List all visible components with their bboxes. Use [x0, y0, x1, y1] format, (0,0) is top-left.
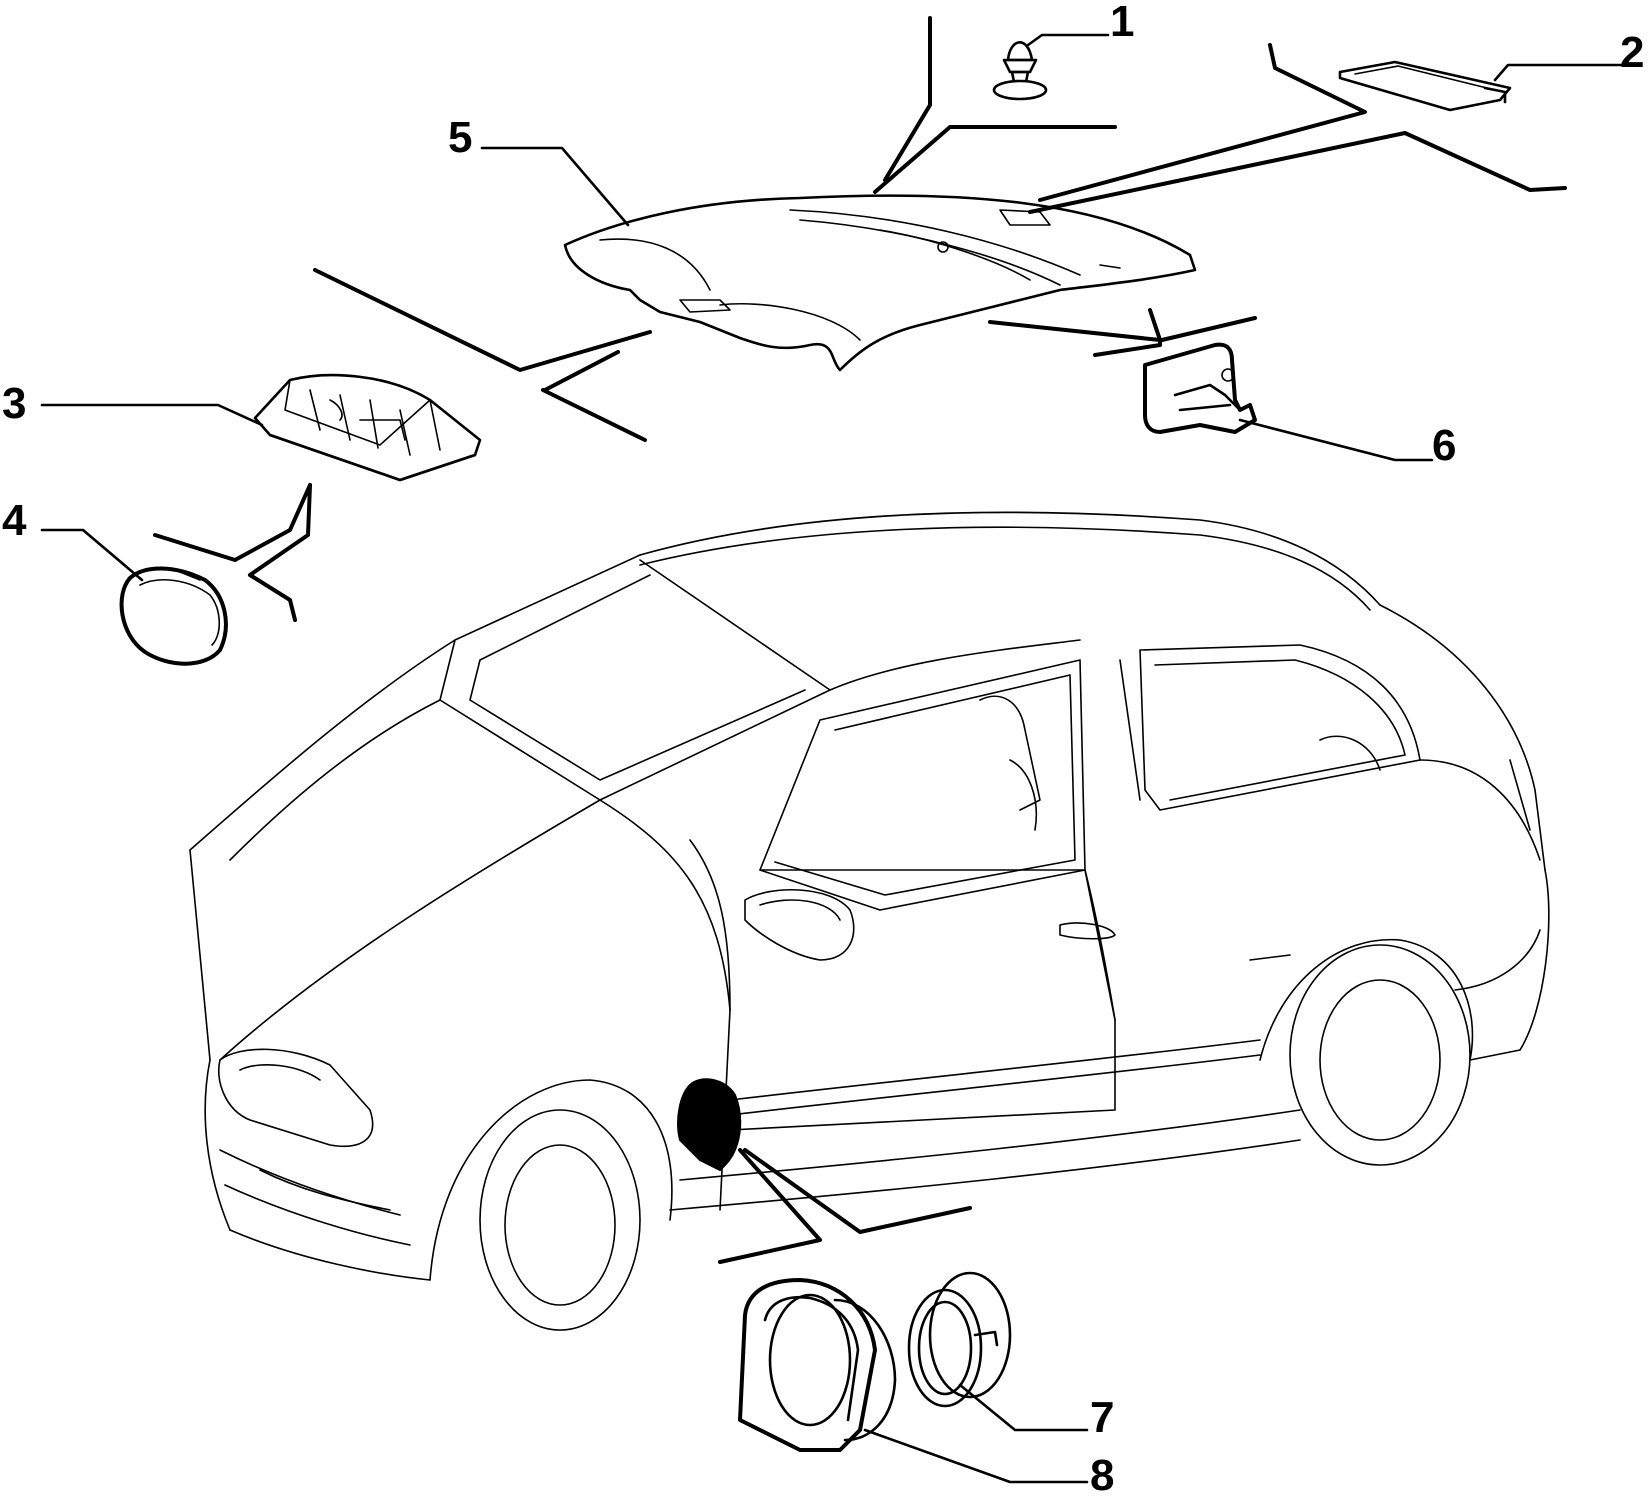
light-lens-part — [119, 566, 228, 666]
callout-4: 4 — [2, 496, 27, 545]
callout-3: 3 — [2, 379, 26, 428]
callout-7: 7 — [1090, 1393, 1114, 1442]
fender-cover-patch — [677, 1078, 742, 1172]
push-clip-part — [992, 41, 1048, 101]
leader-lines — [40, 33, 1627, 1484]
visor-clip-part — [1338, 60, 1512, 112]
roof-headliner — [563, 194, 1197, 372]
door-seal-part — [738, 1278, 897, 1452]
grommet-ring-part — [907, 1271, 1012, 1408]
interior-light-housing-part — [253, 373, 482, 482]
callout-1: 1 — [1110, 0, 1134, 46]
car-body — [189, 511, 1550, 1331]
assembly-lines — [153, 16, 1567, 1264]
callout-5: 5 — [448, 113, 472, 162]
mounting-bracket-part — [1143, 342, 1257, 434]
callout-8: 8 — [1090, 1451, 1114, 1500]
callout-2: 2 — [1620, 28, 1644, 77]
callout-6: 6 — [1432, 421, 1456, 470]
